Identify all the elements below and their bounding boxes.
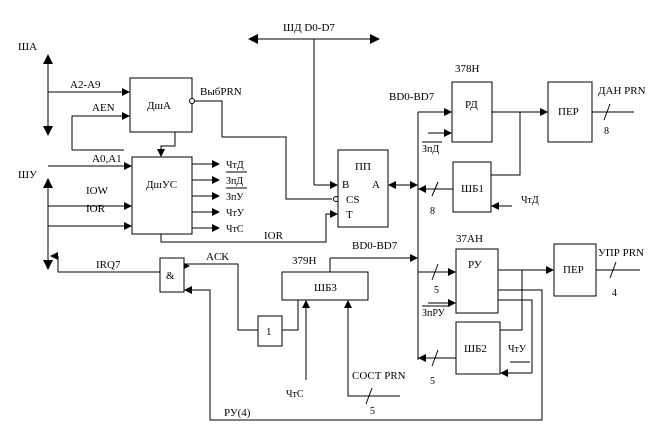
signal-zpd: ЗпД — [422, 144, 439, 155]
decoder-output: ЗпУ — [226, 192, 244, 203]
block-pp — [337, 149, 389, 228]
width-shb1: 8 — [430, 206, 435, 217]
wire-ru4 — [192, 289, 543, 421]
signal-ack: ACK — [206, 251, 229, 263]
decoder-output: ЧтУ — [226, 208, 245, 219]
signal-vybprn: ВыбPRN — [200, 86, 242, 98]
signal-irq7: IRQ7 — [96, 259, 121, 271]
block-per-top-label: ПЕР — [558, 106, 579, 118]
internal-bus-bd: BD0-BD7 — [389, 91, 452, 360]
signal-aen: AEN — [92, 102, 115, 114]
wire-or-to-and — [177, 263, 258, 331]
width-sost: 5 — [370, 406, 375, 417]
bus-shd: ШД D0-D7 — [248, 22, 380, 189]
vybprn-inverter — [189, 98, 195, 104]
bus-shd-label: ШД D0-D7 — [283, 22, 335, 34]
address-379h: 379H — [292, 255, 317, 267]
wire-aen — [71, 115, 122, 150]
width-dan: 8 — [604, 126, 609, 137]
decoder-outputs: ЧтД ЗпД ЗпУ ЧтУ ЧтС — [192, 160, 247, 235]
pp-port-cs: CS — [346, 194, 359, 206]
signal-ior-left: IOR — [86, 203, 106, 215]
wire-irq7 — [57, 256, 160, 273]
gate-or-label: 1 — [266, 326, 272, 338]
block-dshus-label: ДшУС — [146, 179, 177, 191]
signal-ior: IOR — [264, 230, 284, 242]
wire-dsha-to-dshus — [160, 132, 176, 151]
block-shb2 — [455, 321, 501, 375]
block-per-bottom — [553, 243, 597, 297]
signal-sost-prn: СОСТ PRN — [352, 370, 406, 382]
signal-chtd-right: ЧтД — [521, 195, 539, 206]
bus-shu-label: ШУ — [18, 169, 37, 181]
bus-shu: ШУ — [18, 169, 53, 270]
wire-vybprn-to-cs — [195, 100, 332, 200]
gate-or — [257, 315, 283, 347]
signal-upr-prn: УПР PRN — [598, 247, 644, 259]
signal-a2-a9: A2-A9 — [70, 79, 101, 91]
width-shb2: 5 — [430, 376, 435, 387]
block-ru — [455, 248, 499, 314]
address-37ah: 37AH — [456, 233, 483, 245]
block-pp-label: ПП — [355, 161, 371, 173]
block-per-bottom-label: ПЕР — [563, 264, 584, 276]
pp-port-a: A — [372, 179, 380, 191]
pp-port-b: B — [342, 179, 349, 191]
signal-chtu-right: ЧтУ — [508, 344, 527, 355]
block-ru-label: РУ — [468, 259, 482, 271]
block-shb1 — [452, 161, 492, 213]
bus-sha: ША — [18, 41, 53, 136]
width-upr: 4 — [612, 288, 617, 299]
decoder-output: ЧтД — [226, 160, 244, 171]
wire-ior-to-pp — [160, 213, 332, 243]
pp-port-t: T — [346, 209, 353, 221]
block-rd — [451, 81, 493, 143]
width-ru: 5 — [434, 285, 439, 296]
bus-sha-label: ША — [18, 41, 37, 53]
block-rd-label: РД — [465, 99, 478, 111]
signal-bd-mid: BD0-BD7 — [352, 240, 398, 252]
signal-iow: IOW — [86, 185, 109, 197]
block-shb2-label: ШБ2 — [464, 343, 487, 355]
decoder-output: ЗпД — [226, 176, 243, 187]
signal-dan-prn: ДАН PRN — [598, 85, 646, 97]
address-378h: 378H — [455, 63, 480, 75]
decoder-output: ЧтС — [226, 224, 244, 235]
signal-ru4: РУ(4) — [224, 407, 251, 419]
signal-bd-top: BD0-BD7 — [389, 91, 435, 103]
block-shb3 — [281, 271, 369, 301]
block-dsha-label: ДшА — [147, 100, 171, 112]
signal-zpru: ЗпРУ — [422, 308, 446, 319]
gate-and-label: & — [166, 270, 175, 282]
signal-a0-a1: A0,A1 — [92, 153, 122, 165]
gate-and — [159, 257, 185, 293]
signal-chts-bottom: ЧтС — [286, 389, 304, 400]
block-shb3-label: ШБ3 — [314, 282, 337, 294]
block-dshus — [131, 156, 193, 235]
block-dsha — [129, 77, 193, 133]
block-per-top — [547, 81, 593, 143]
block-shb1-label: ШБ1 — [461, 183, 484, 195]
